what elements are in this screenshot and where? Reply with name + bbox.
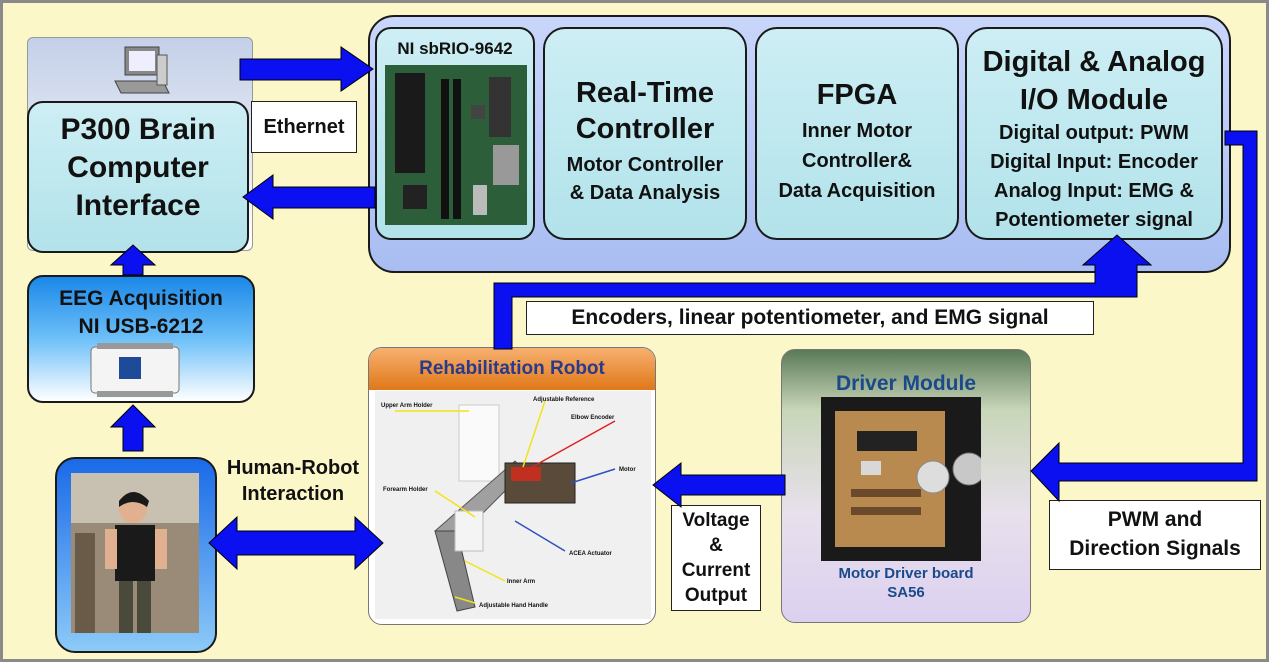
arrow-pwm-to-driver (1030, 130, 1258, 503)
voltage-label: Voltage & Current Output (671, 505, 761, 611)
driver-caption-2: SA56 (887, 584, 925, 601)
ethernet-label: Ethernet (251, 101, 357, 153)
callout-motor: Motor (619, 467, 636, 473)
bci-title-3: Interface (75, 189, 201, 222)
voltage-line-1: Voltage (682, 510, 750, 531)
io-title-1: Digital & Analog (982, 46, 1206, 78)
rtc-sub-1: Motor Controller (566, 154, 724, 176)
callout-forearm-holder: Forearm Holder (383, 487, 428, 493)
eeg-title-1: EEG Acquisition (59, 287, 223, 310)
rtc-title-2: Controller (575, 113, 715, 145)
fpga-title: FPGA (816, 79, 898, 111)
bci-title-2: Computer (67, 151, 209, 184)
io-sub-1: Digital output: PWM (999, 122, 1189, 144)
bci-box: P300 Brain Computer Interface (27, 101, 249, 253)
pwm-line-1: PWM and (1107, 508, 1203, 531)
arrow-eeg-to-bci (109, 244, 157, 276)
person-photo (71, 473, 199, 633)
rtc-title-1: Real-Time (575, 77, 715, 109)
arrows-layer (109, 46, 1258, 571)
fpga-box: FPGA Inner Motor Controller& Data Acquis… (755, 27, 959, 240)
realtime-controller-box: Real-Time Controller Motor Controller & … (543, 27, 747, 240)
driver-caption-1: Motor Driver board (838, 565, 974, 582)
usb-daq-image (90, 343, 180, 397)
driver-board-photo (821, 397, 981, 561)
callout-adjustable-reference: Adjustable Reference (533, 397, 595, 403)
voltage-line-4: Output (684, 585, 748, 606)
fpga-sub-1: Inner Motor (802, 120, 912, 142)
io-sub-4: Potentiometer signal (995, 209, 1193, 231)
voltage-line-3: Current (681, 560, 751, 581)
arrow-sbrio-to-bci (242, 174, 376, 220)
fpga-sub-2: Controller& (802, 150, 912, 172)
eeg-title-2: NI USB-6212 (78, 315, 204, 338)
arrow-bci-to-sbrio (239, 46, 374, 92)
callout-elbow-encoder: Elbow Encoder (571, 415, 615, 421)
callout-upper-arm-holder: Upper Arm Holder (381, 403, 433, 409)
callout-acea-actuator: ACEA Actuator (569, 551, 613, 557)
driver-title: Driver Module (835, 372, 977, 395)
rtc-sub-2: & Data Analysis (569, 182, 721, 204)
arrow-person-to-eeg (109, 404, 157, 452)
sbrio-board-box: NI sbRIO-9642 (375, 27, 535, 240)
circuit-board-image (385, 65, 527, 225)
arrow-encoders-feedback (493, 234, 1153, 350)
robot-title: Rehabilitation Robot (419, 358, 605, 379)
fpga-sub-3: Data Acquisition (778, 180, 936, 202)
io-title-2: I/O Module (1019, 84, 1169, 116)
io-module-box: Digital & Analog I/O Module Digital outp… (965, 27, 1223, 240)
bci-title-1: P300 Brain (60, 113, 216, 146)
pwm-label: PWM and Direction Signals (1049, 500, 1261, 570)
sbrio-board-photo (385, 65, 527, 225)
computer-icon (114, 46, 170, 94)
hri-line-1: Human-Robot (226, 457, 360, 479)
sbrio-title: NI sbRIO-9642 (397, 39, 513, 58)
eeg-box: EEG Acquisition NI USB-6212 (27, 275, 255, 403)
hri-line-2: Interaction (241, 483, 345, 505)
callout-inner-arm: Inner Arm (507, 579, 535, 585)
voltage-line-2: & (709, 535, 723, 556)
arrow-human-robot-interaction (208, 515, 384, 571)
arrow-driver-to-robot (652, 461, 786, 509)
pwm-line-2: Direction Signals (1069, 537, 1241, 560)
hri-label: Human-Robot Interaction (215, 455, 371, 507)
io-sub-3: Analog Input: EMG & (994, 180, 1194, 202)
callout-adjustable-hand-handle: Adjustable Hand Handle (479, 603, 549, 609)
encoders-label: Encoders, linear potentiometer, and EMG … (526, 301, 1094, 335)
robot-image: Upper Arm Holder Adjustable Reference El… (375, 391, 651, 619)
robot-header: Rehabilitation Robot (369, 348, 655, 390)
io-sub-2: Digital Input: Encoder (990, 151, 1198, 173)
